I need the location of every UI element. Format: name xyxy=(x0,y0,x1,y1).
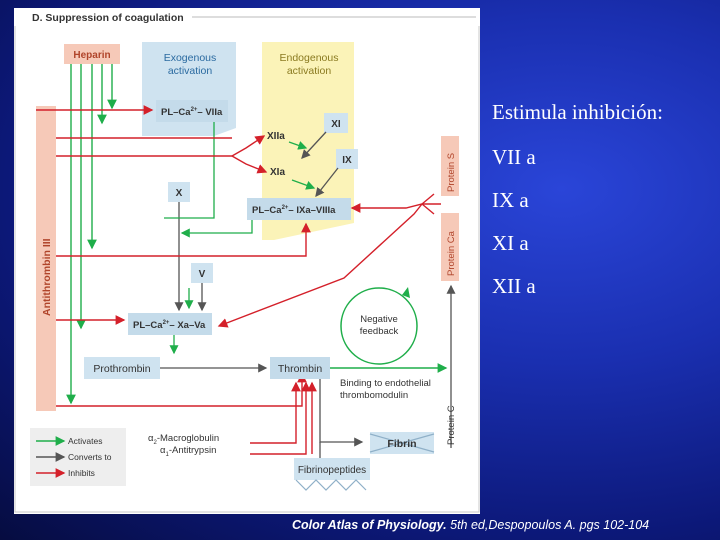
endogenous-label: activation xyxy=(287,65,332,77)
exogenous-label: activation xyxy=(168,65,213,77)
factor-x-box xyxy=(168,182,190,202)
protein-ca-label: Protein Ca xyxy=(446,230,457,276)
protein-c-label: Protein C xyxy=(446,405,457,445)
factor-ix-box xyxy=(336,149,358,169)
side-item-ixa: IX a xyxy=(492,188,529,212)
factor-xi-label: XI xyxy=(331,119,341,130)
factor-xiia-label: XIIa xyxy=(267,131,285,142)
protein-s-label: Protein S xyxy=(446,153,457,192)
side-item-viia: VII a xyxy=(492,145,536,169)
antitrypsin-label: α1-Antitrypsin xyxy=(160,445,216,458)
complex-viia-label: PL–Ca2+– VIIa xyxy=(161,107,223,118)
fibrin-label: Fibrin xyxy=(387,438,416,450)
complex-xa-va-box xyxy=(128,313,212,335)
complex-ixa-viiia-label: PL–Ca2+– IXa–VIIIa xyxy=(252,205,336,216)
negative-feedback-label: Negative xyxy=(360,314,398,325)
side-item-xiia: XII a xyxy=(492,274,536,298)
fibrinopeptides-label: Fibrinopeptides xyxy=(298,465,366,476)
coagulation-diagram: D. Suppression of coagulation Exogenous … xyxy=(14,8,480,513)
thrombin-box xyxy=(270,357,330,379)
complex-ixa-viiia-box xyxy=(247,198,351,220)
side-heading: Estimula inhibición: xyxy=(492,100,663,124)
legend-inhibits: Inhibits xyxy=(68,468,95,478)
macroglobulin-label: α2-Macroglobulin xyxy=(148,433,219,446)
binding-label: Binding to endothelial xyxy=(340,378,431,389)
factor-xia-label: XIa xyxy=(270,167,285,178)
panel-title: D. Suppression of coagulation xyxy=(32,12,184,24)
endogenous-label: Endogenous xyxy=(280,52,339,64)
factor-x-label: X xyxy=(176,188,183,199)
side-item-xia: XI a xyxy=(492,231,529,255)
prothrombin-label: Prothrombin xyxy=(93,363,150,375)
binding-label: thrombomodulin xyxy=(340,390,408,401)
thrombin-label: Thrombin xyxy=(278,363,323,375)
protein-s-bar xyxy=(441,136,459,196)
heparin-label: Heparin xyxy=(73,50,110,61)
exogenous-label: Exogenous xyxy=(164,52,217,64)
negative-feedback-loop xyxy=(340,287,418,365)
negative-feedback-label: feedback xyxy=(360,326,399,337)
antithrombin-bar xyxy=(36,106,56,411)
antithrombin-label: Antithrombin III xyxy=(41,238,53,316)
heparin-box xyxy=(64,44,120,64)
diagram-figure: D. Suppression of coagulation Exogenous … xyxy=(14,8,480,514)
citation-rest: 5th ed,Despopoulos A. pgs 102-104 xyxy=(446,518,650,532)
endogenous-column xyxy=(262,42,354,240)
factor-xi-box xyxy=(324,113,348,133)
complex-xa-va-label: PL–Ca2+– Xa–Va xyxy=(133,320,206,331)
legend-converts: Converts to xyxy=(68,452,112,462)
prothrombin-box xyxy=(84,357,160,379)
legend-activates: Activates xyxy=(68,436,103,446)
complex-viia-box xyxy=(156,100,228,122)
factor-ix-label: IX xyxy=(342,155,352,166)
factor-v-box xyxy=(191,263,213,283)
factor-v-label: V xyxy=(199,269,206,280)
fibrinopeptides-box xyxy=(294,458,370,480)
citation: Color Atlas of Physiology. 5th ed,Despop… xyxy=(292,518,649,532)
citation-title: Color Atlas of Physiology. xyxy=(292,518,447,532)
protein-ca-bar xyxy=(441,213,459,281)
